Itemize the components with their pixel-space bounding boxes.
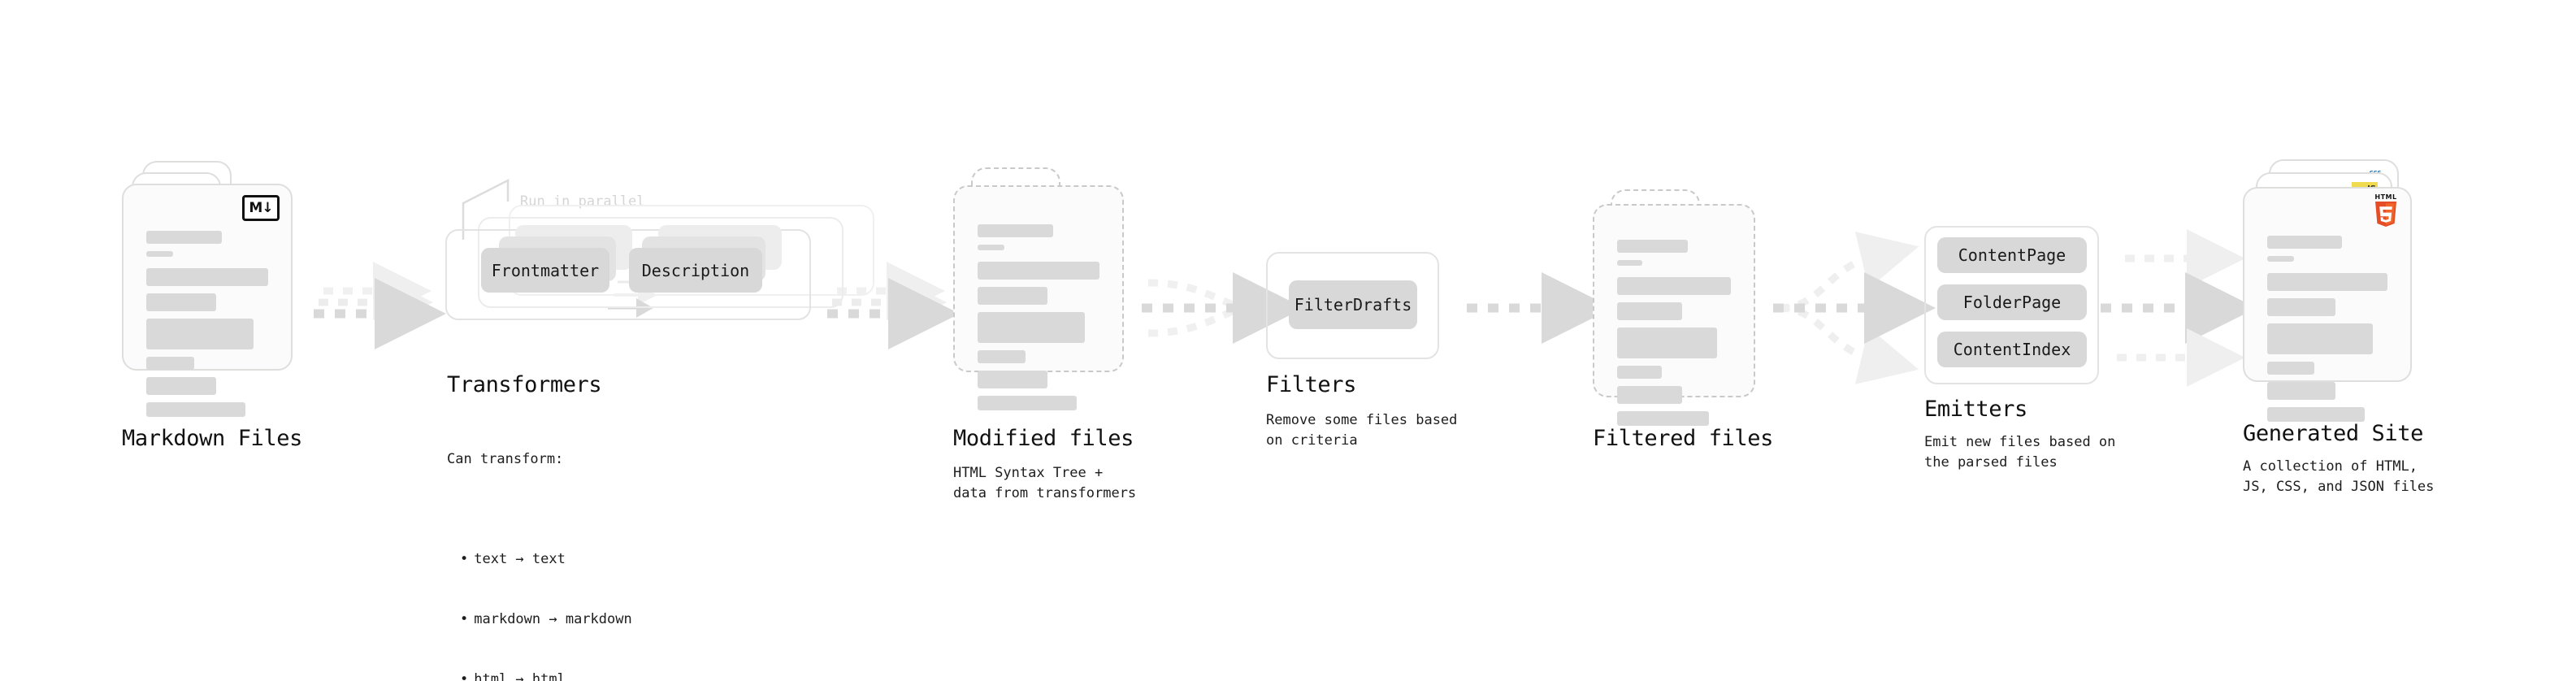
connector-modified-to-filters [1142,272,1304,344]
transformers-caption-item: text → text [460,549,632,570]
html5-badge: HTML [2371,193,2400,228]
transformer-pill-description[interactable]: Description [629,248,762,293]
stage-caption-generated-site: A collection of HTML, JS, CSS, and JSON … [2243,458,2435,495]
file-skeleton-content [1617,240,1731,433]
connector-filtered-to-emitters [1773,232,1936,384]
transformers-caption-item: markdown → markdown [460,609,631,630]
file-skeleton-content [2267,236,2387,429]
emitter-pill-folderpage[interactable]: FolderPage [1937,284,2087,320]
connector-emitters-to-site [2101,229,2257,387]
emitter-pill-folderpage-label: FolderPage [1962,293,2062,312]
file-skeleton-content [146,231,268,424]
connector-markdown-to-transformers [314,262,446,349]
stage-title-markdown-files: Markdown Files [122,426,302,451]
html5-badge-wordmark: HTML [2374,193,2397,201]
file-card-front [953,185,1124,410]
file-card-front: HTML [2243,187,2412,422]
transformer-frame-mid [478,217,843,308]
filter-pill-filterdrafts[interactable]: FilterDrafts [1289,280,1417,329]
stage-title-filters: Filters [1266,372,1356,397]
emitter-pill-contentpage-label: ContentPage [1958,245,2066,265]
transformers-caption-heading: Can transform: [447,451,564,468]
file-card-front [1593,204,1755,426]
transformer-pill-description-label: Description [641,260,750,280]
emitter-pill-contentindex[interactable]: ContentIndex [1937,332,2087,367]
file-skeleton-content [978,224,1099,418]
file-card-front: M↓ [122,184,293,417]
html5-shield-icon [2375,201,2396,227]
emitter-pill-contentpage[interactable]: ContentPage [1937,237,2087,273]
stage-caption-transformers: Can transform: text → text markdown → ma… [447,410,632,681]
stage-caption-emitters: Emit new files based on the parsed files [1924,434,2116,471]
emitters-frame [1924,226,2099,384]
stage-caption-modified-files: HTML Syntax Tree + data from transformer… [953,465,1137,501]
stage-caption-filters: Remove some files based on criteria [1266,412,1458,449]
stage-title-modified-files: Modified files [953,426,1134,451]
stage-title-filtered-files: Filtered files [1593,426,1773,451]
transformer-pill-frontmatter[interactable]: Frontmatter [481,248,609,293]
filter-pill-filterdrafts-label: FilterDrafts [1294,295,1412,314]
transformers-caption-item: html → html [460,670,632,681]
stage-title-emitters: Emitters [1924,397,2027,422]
markdown-badge: M↓ [242,195,280,221]
transformers-caption-list: text → text markdown → markdown html → h… [447,510,632,681]
stage-title-transformers: Transformers [447,372,602,397]
filters-frame [1266,252,1439,359]
stage-title-generated-site: Generated Site [2243,421,2423,446]
transformer-pill-frontmatter-label: Frontmatter [491,260,600,280]
emitter-pill-contentindex-label: ContentIndex [1953,340,2071,359]
